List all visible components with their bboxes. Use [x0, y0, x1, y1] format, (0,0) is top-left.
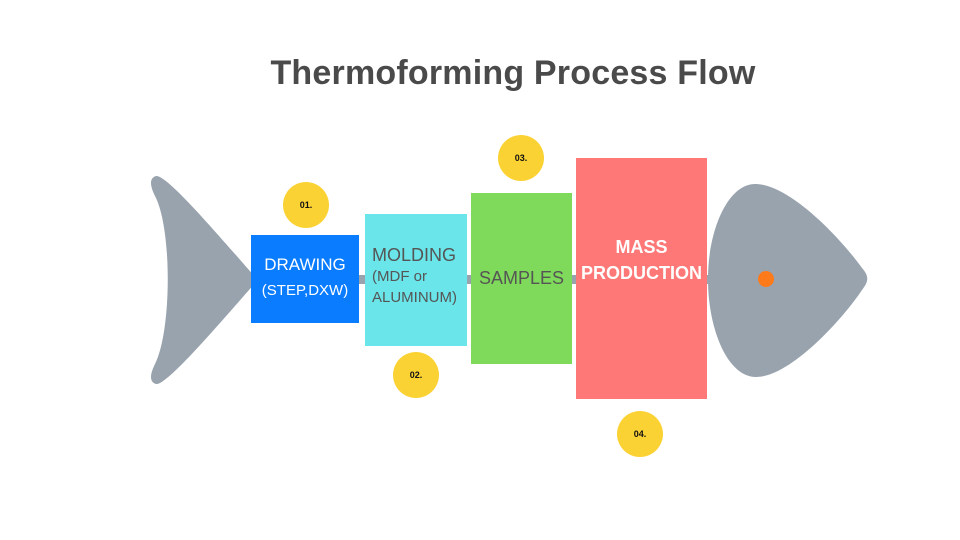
step-number-badge-03: 03.	[498, 135, 544, 181]
step-samples-title: SAMPLES	[478, 267, 565, 288]
step-molding-subtitle-line2: ALUMINUM)	[372, 289, 457, 306]
fish-eye-icon	[758, 271, 774, 287]
step-drawing-box: DRAWING (STEP,DXW)	[251, 235, 359, 323]
step-mass-production-title-line1: MASS	[615, 237, 668, 257]
step-molding-box: MOLDING (MDF or ALUMINUM)	[365, 214, 467, 346]
fish-head-icon	[708, 184, 868, 377]
step-number-badge-01: 01.	[283, 182, 329, 228]
page-title: Thermoforming Process Flow	[270, 54, 756, 92]
step-number-badge-04: 04.	[617, 411, 663, 457]
step-molding-subtitle-line1: (MDF or	[372, 268, 427, 285]
step-drawing-title: DRAWING	[264, 254, 346, 274]
step-mass-production-title-line2: PRODUCTION	[581, 263, 702, 283]
step-number-badge-02: 02.	[393, 352, 439, 398]
step-samples-box: SAMPLES	[471, 193, 572, 364]
fish-tail-icon	[151, 175, 256, 385]
step-drawing-subtitle: (STEP,DXW)	[261, 281, 349, 299]
step-molding-title: MOLDING	[372, 245, 457, 265]
step-mass-production-box: MASS PRODUCTION	[576, 158, 707, 399]
